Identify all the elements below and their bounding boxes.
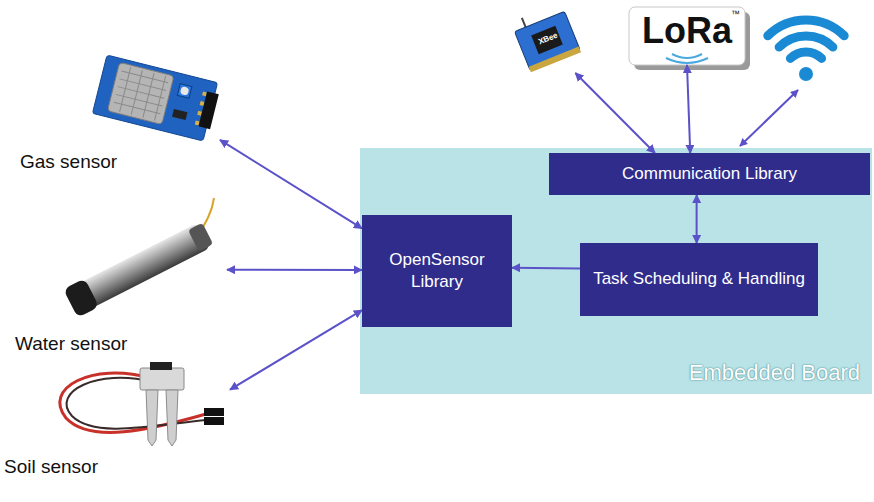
logo-text: LoRa <box>642 11 732 51</box>
soil-sensor-picture <box>60 362 224 446</box>
connector-arrow <box>696 195 698 243</box>
connector-arrow <box>575 73 655 153</box>
library-box: OpenSensor Library <box>362 215 512 327</box>
sensor-node: Water sensor <box>15 200 227 355</box>
xbee-picture <box>511 2 581 72</box>
radio-logo: LoRa <box>629 7 745 65</box>
connector-arrow <box>687 65 690 153</box>
box-text: Task Scheduling & Handling <box>593 268 805 290</box>
sensor-node: Soil sensor <box>4 357 230 478</box>
radio-module: XBee <box>512 3 584 73</box>
process-box: Task Scheduling & Handling <box>580 243 818 316</box>
box-text: Communication Library <box>622 163 797 185</box>
sensor-node: Gas sensor <box>20 55 220 173</box>
sensor-label: Water sensor <box>15 333 127 355</box>
sensor-label: Soil sensor <box>4 456 98 478</box>
connector-arrow <box>230 310 362 389</box>
board-label: Embedded Board <box>689 360 860 386</box>
wifi-symbol <box>768 20 844 81</box>
module-text: XBee <box>537 30 559 46</box>
trademark-mark: ™ <box>731 9 740 19</box>
connector-arrow <box>220 140 362 228</box>
wifi-arrow <box>740 90 798 146</box>
connector-arrow <box>512 267 580 270</box>
box-text: OpenSensor Library <box>370 249 504 293</box>
lora-badge <box>629 7 750 70</box>
board-band: Embedded Board Communication LibraryOpenS… <box>360 148 872 394</box>
connector-arrow <box>227 269 362 271</box>
library-box: Communication Library <box>549 153 870 195</box>
sensor-label: Gas sensor <box>20 151 117 173</box>
water-sensor-picture <box>63 198 215 318</box>
gas-sensor-picture <box>92 55 221 142</box>
